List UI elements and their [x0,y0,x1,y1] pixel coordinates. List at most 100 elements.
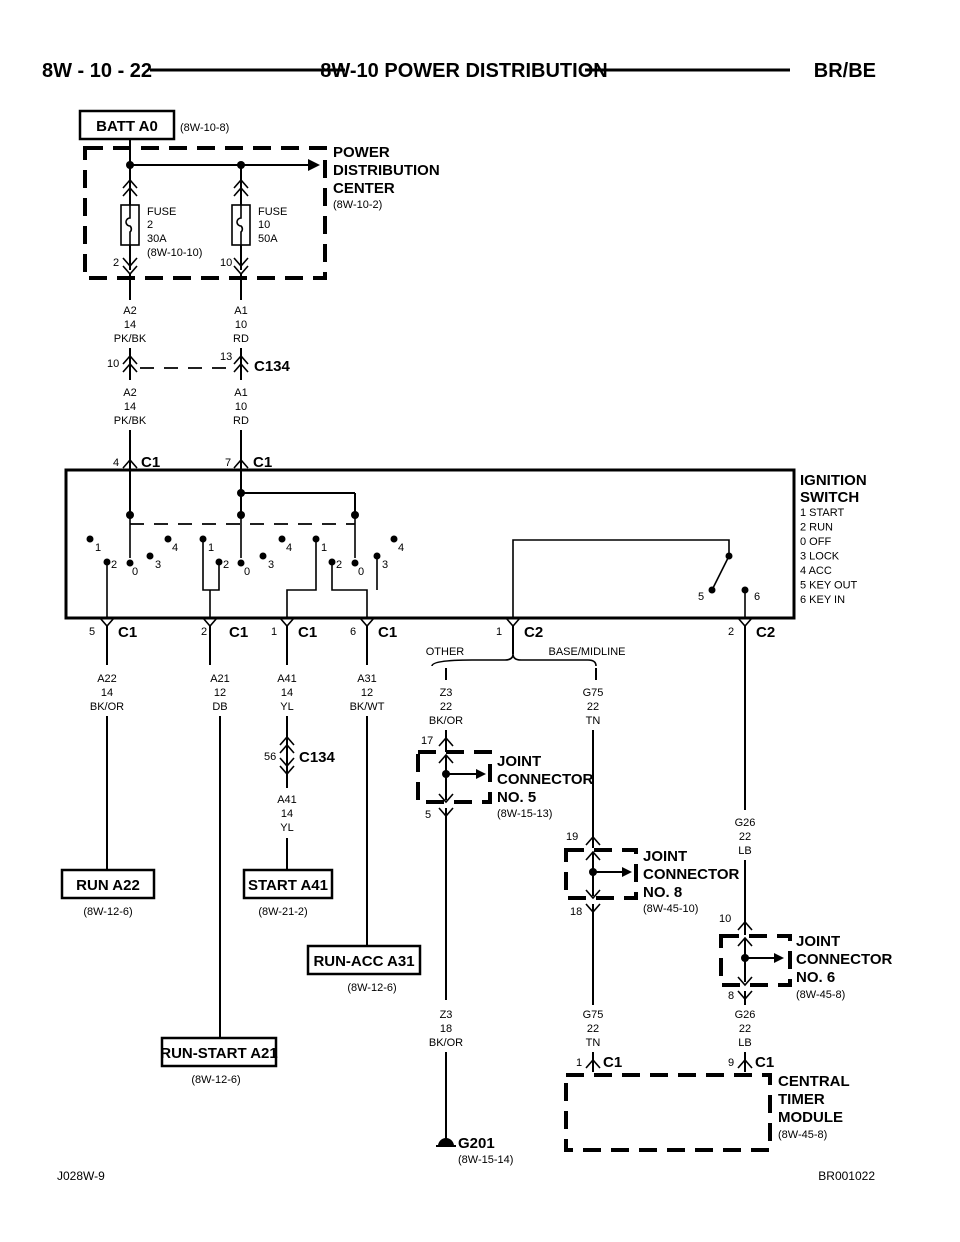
jc5-name-line2: CONNECTOR [497,771,594,788]
wire-circuit: G26 [735,817,756,829]
jc8-dashed-outline [564,848,638,900]
key-out-contact [708,586,716,594]
ctm-pin-1: 1 [576,1057,582,1069]
central-timer-module: CENTRAL TIMER MODULE (8W-45-8) [564,1073,850,1152]
fuse-10-number: 10 [258,219,270,231]
run-acc-a31-box [306,944,422,976]
connector-c1-label: C1 [603,1054,622,1071]
ctm-dashed-outline [564,1073,772,1152]
jc5-pin-in: 17 [421,735,433,747]
footer-figure-id: J028W-9 [57,1169,105,1183]
jc5-name-line1: JOINT [497,753,541,770]
joint-connector-8: 19 18 JOINT CONNECTOR NO. 8 (8W-45-10) [564,831,740,918]
ground-g201-label: G201 [458,1135,495,1152]
bus-arrow-icon [308,159,320,171]
wire-circuit: Z3 [440,687,453,699]
wire-color: LB [738,1037,751,1049]
c134-pin-a1: 13 [220,351,232,363]
batt-a0-label: BATT A0 [96,118,158,135]
ignition-bottom-connectors: 5 C1 2 C1 1 C1 6 C1 1 C2 2 C2 [89,617,775,810]
c134-pin-a41: 56 [264,751,276,763]
connector-c1-label: C1 [229,624,248,641]
wire-gauge: 14 [124,401,136,413]
pos-label: 2 [223,559,229,571]
jc5-name-line3: NO. 5 [497,789,536,806]
connector-c2-label: C2 [524,624,543,641]
pos-label: 6 [754,591,760,603]
run-start-a21-label: RUN-START A21 [160,1045,278,1062]
ignition-switch-box [64,468,796,620]
wire-gauge: 22 [587,1023,599,1035]
connector-c1-label: C1 [118,624,137,641]
wire-color: TN [586,1037,601,1049]
ctm-name-line1: CENTRAL [778,1073,850,1090]
pos-label: 5 [698,591,704,603]
jc8-name-line1: JOINT [643,848,687,865]
fuse-10-rating: 50A [258,233,278,245]
joint-connector-5: 17 5 JOINT CONNECTOR NO. 5 (8W-15-13) [416,730,594,1000]
run-acc-a31-label: RUN-ACC A31 [313,953,414,970]
jc5-dashed-outline [416,750,492,804]
pdc-name-line3: CENTER [333,180,395,197]
pdc-name-line2: DISTRIBUTION [333,162,440,179]
jc5-pin-out: 5 [425,809,431,821]
run-acc-a31-ref: (8W-12-6) [347,982,396,994]
wire-gauge: 22 [739,1023,751,1035]
ignition-legend-item: 4 ACC [800,565,832,577]
pos-label: 0 [244,566,250,578]
wire-color: LB [738,845,751,857]
pos-label: 4 [398,542,404,554]
run-a22-box [60,868,156,900]
wire-circuit: G75 [583,1009,604,1021]
wire-gauge: 14 [281,687,293,699]
pdc-dashed-outline [83,146,327,280]
wire-circuit: A41 [277,673,297,685]
arrow-icon [622,867,632,877]
wire-circuit: G75 [583,687,604,699]
ctm-ref: (8W-45-8) [778,1129,827,1141]
wire-gauge: 22 [440,701,452,713]
pin-label: 1 [496,626,502,638]
option-split: OTHER BASE/MIDLINE [426,646,626,680]
wire-circuit: A2 [123,305,136,317]
header-model: BR/BE [814,60,876,82]
ignition-legend-item: 5 KEY OUT [800,580,858,592]
option-other-label: OTHER [426,646,465,658]
fuse-2-ref: (8W-10-10) [147,247,202,259]
connector-c1-label: C1 [755,1054,774,1071]
fuse-2-label: FUSE [147,206,176,218]
start-a41-label: START A41 [248,877,328,894]
wire-color: BK/WT [350,701,385,713]
fuse-2-pin: 2 [113,257,119,269]
jc6-name-line1: JOINT [796,933,840,950]
jc6-name-line2: CONNECTOR [796,951,893,968]
connector-c1-label: C1 [253,454,272,471]
pos-label: 2 [336,559,342,571]
c134-label: C134 [299,749,336,766]
ignition-legend-item: 3 LOCK [800,551,840,563]
wire-gauge: 14 [124,319,136,331]
pin-label: 2 [201,626,207,638]
ign-pin-4: 4 [113,457,119,469]
jc8-name-line2: CONNECTOR [643,866,740,883]
pos-label: 4 [286,542,292,554]
jc6-pin-in: 10 [719,913,731,925]
pdc-ref: (8W-10-2) [333,199,382,211]
wire-circuit: A31 [357,673,377,685]
pos-label: 0 [358,566,364,578]
ctm-name-line2: TIMER [778,1091,825,1108]
wire-color: BK/OR [429,1037,463,1049]
ctm-name-line3: MODULE [778,1109,843,1126]
wire-color: PK/BK [114,415,147,427]
wire-gauge: 14 [281,808,293,820]
splice-dot [126,161,134,169]
run-a22-label: RUN A22 [76,877,140,894]
wire-color: BK/OR [429,715,463,727]
wire-gauge: 22 [739,831,751,843]
c134-label: C134 [254,358,291,375]
jc6-dashed-outline [719,934,792,987]
wire-color: YL [280,701,293,713]
